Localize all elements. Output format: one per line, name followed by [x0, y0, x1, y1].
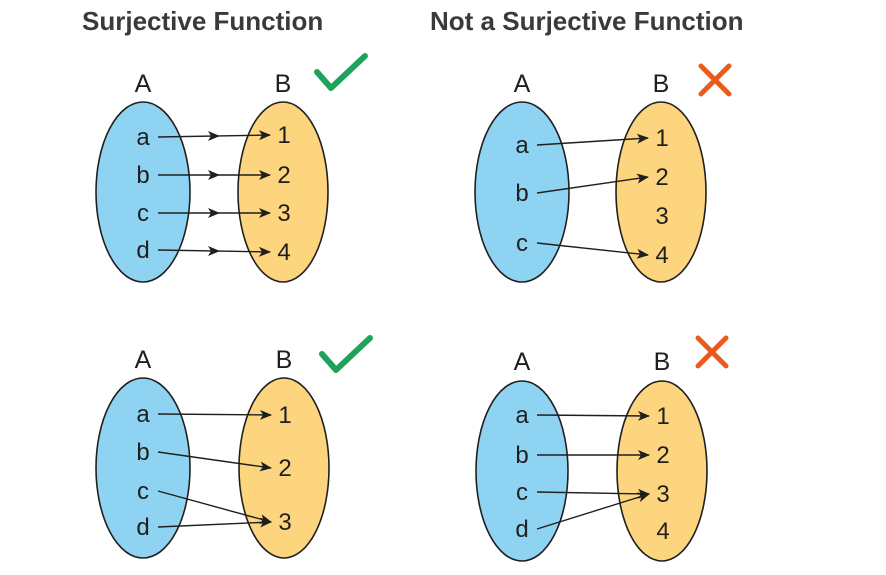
set-a-label: A [514, 348, 531, 376]
heading-not-surjective: Not a Surjective Function [430, 6, 744, 36]
domain-element: d [136, 237, 149, 264]
codomain-element: 1 [277, 122, 290, 149]
mapping-arrow [536, 488, 650, 499]
domain-element: c [137, 478, 149, 505]
codomain-element: 4 [277, 239, 290, 266]
domain-element: a [136, 401, 150, 428]
domain-element: c [516, 479, 528, 506]
codomain-element: 1 [278, 402, 291, 429]
domain-element: d [136, 514, 149, 541]
domain-element: a [136, 124, 150, 151]
codomain-element: 2 [277, 162, 290, 189]
domain-element: b [515, 442, 528, 469]
mid-arrowhead [208, 131, 220, 141]
cross-icon [698, 63, 732, 97]
codomain-element: 3 [656, 481, 669, 508]
codomain-element: 2 [278, 455, 291, 482]
set-b-oval [237, 101, 329, 283]
codomain-element: 4 [656, 518, 669, 545]
domain-element: c [516, 230, 528, 257]
set-a-oval [95, 377, 191, 559]
check-icon [314, 53, 368, 91]
set-a-label: A [135, 346, 152, 374]
codomain-element: 4 [655, 242, 668, 269]
set-b-label: B [276, 346, 293, 374]
codomain-element: 3 [278, 509, 291, 536]
mid-arrowhead [208, 208, 220, 218]
codomain-element: 1 [656, 403, 669, 430]
domain-element: a [515, 132, 529, 159]
set-a-label: A [514, 70, 531, 98]
mapping-arrow [536, 173, 649, 194]
set-a-label: A [135, 70, 152, 98]
set-a-oval [95, 101, 191, 283]
mapping-arrow [157, 409, 272, 420]
mapping-arrow [536, 242, 649, 259]
domain-element: d [515, 516, 528, 543]
mapping-arrow [157, 490, 272, 524]
set-b-oval [616, 380, 708, 562]
set-a-oval [475, 380, 569, 562]
domain-element: b [515, 180, 528, 207]
mapping-arrow [157, 451, 272, 472]
mapping-arrow [536, 410, 650, 421]
set-a-oval [474, 101, 570, 283]
domain-element: b [136, 162, 149, 189]
domain-element: a [515, 402, 529, 429]
mapping-arrow [536, 133, 649, 146]
mid-arrowhead [208, 170, 220, 180]
codomain-element: 1 [655, 125, 668, 152]
codomain-element: 3 [655, 203, 668, 230]
codomain-element: 3 [277, 200, 290, 227]
set-b-label: B [653, 70, 670, 98]
domain-element: c [137, 200, 149, 227]
heading-surjective: Surjective Function [82, 6, 324, 36]
set-b-oval [615, 101, 707, 283]
set-b-label: B [275, 70, 292, 98]
codomain-element: 2 [656, 442, 669, 469]
mapping-arrow [157, 517, 272, 528]
set-b-label: B [654, 348, 671, 376]
mid-arrowhead [208, 246, 220, 256]
mapping-arrow [536, 492, 650, 530]
check-icon [319, 335, 373, 373]
codomain-element: 2 [655, 164, 668, 191]
domain-element: b [136, 439, 149, 466]
cross-icon [695, 335, 729, 369]
set-b-oval [238, 377, 330, 559]
